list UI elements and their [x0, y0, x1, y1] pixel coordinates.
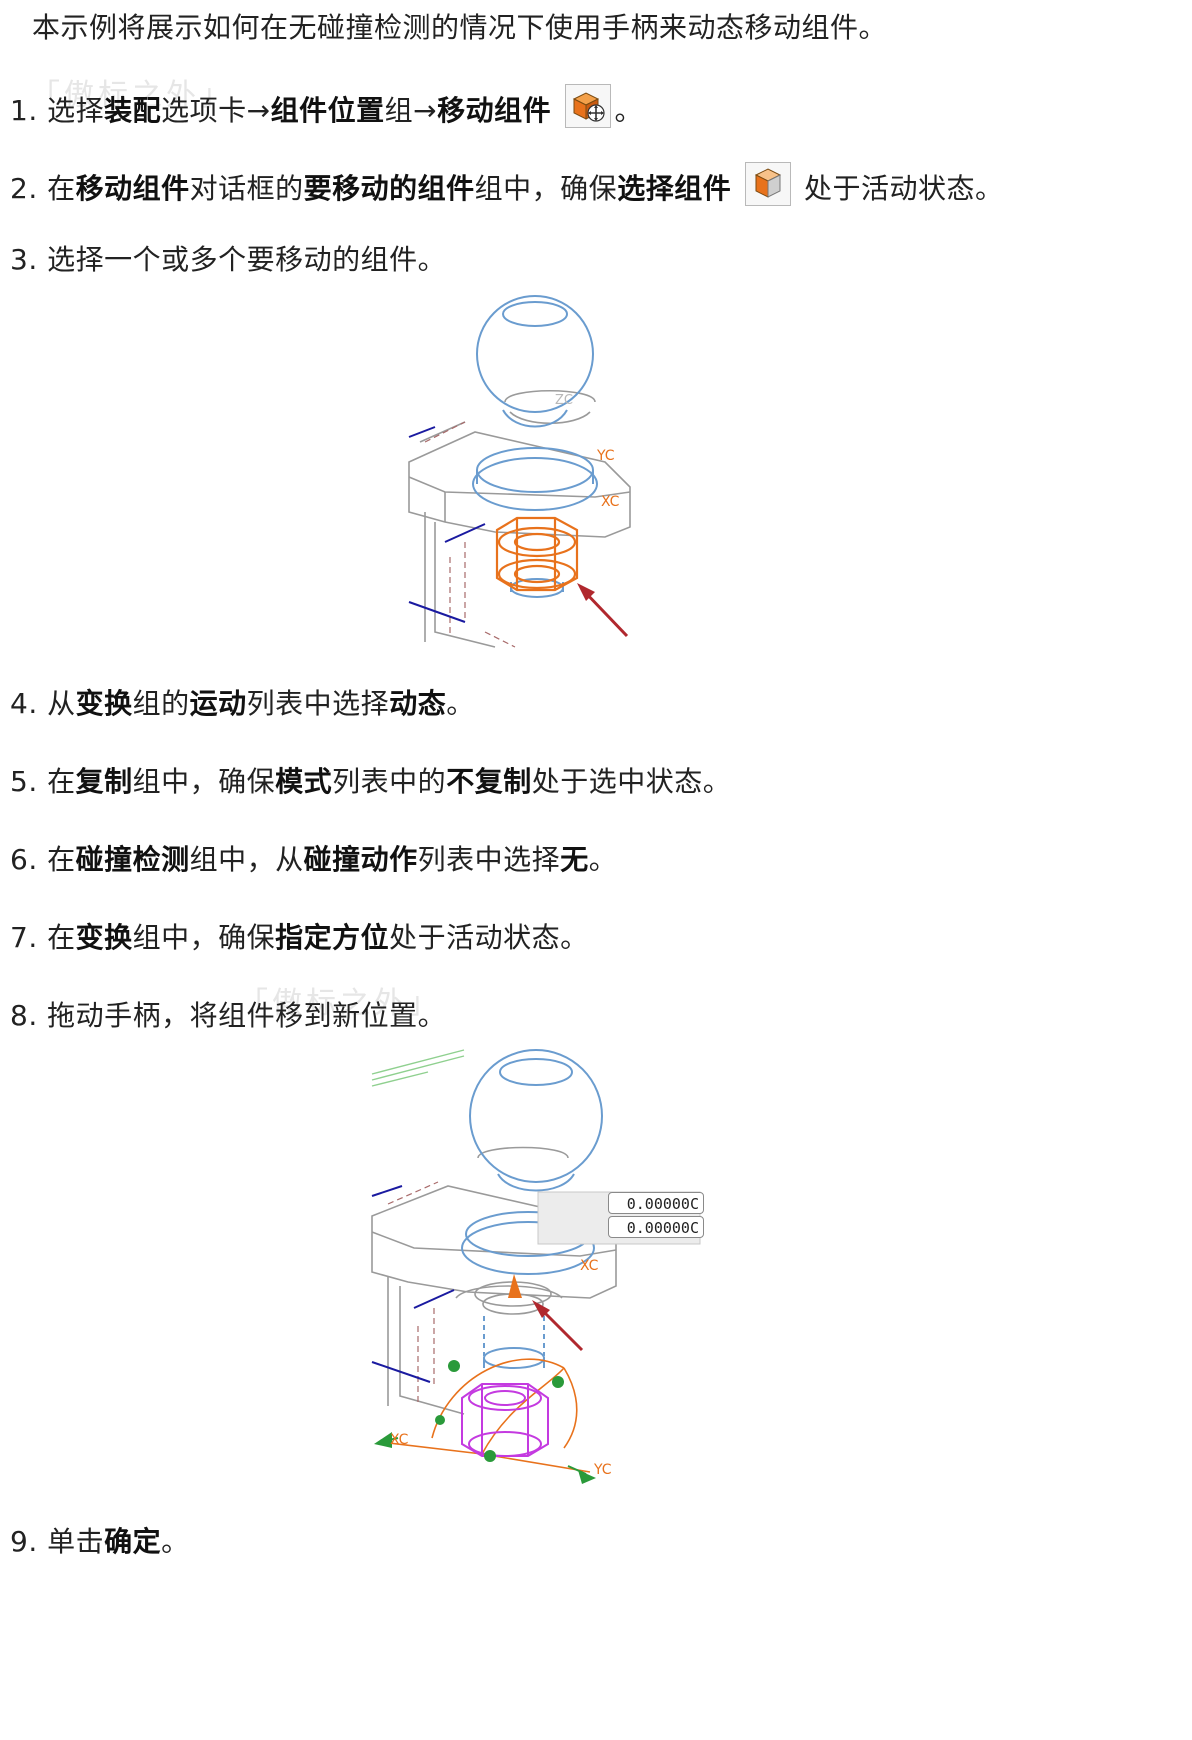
distance-field-2[interactable]: 0.00000C [608, 1216, 704, 1238]
select-component-icon [744, 162, 791, 206]
step-9: 9. 单击确定。 [10, 1525, 190, 1558]
step-1: 1. 选择装配选项卡→组件位置组→移动组件 。 [10, 84, 643, 131]
step-number: 8. [10, 999, 38, 1032]
figure-drag-handle: XC XC YC 0.00000C 0.00000C [368, 1046, 708, 1486]
component-position-group: 组件位置 [270, 94, 385, 127]
step-number: 6. [10, 843, 38, 876]
step-8: 8. 拖动手柄，将组件移到新位置。 [10, 999, 447, 1032]
xc-label: XC [601, 494, 620, 510]
figure-select-component: ZC YC XC [405, 292, 645, 652]
yc-label: YC [596, 448, 615, 464]
move-component-command: 移动组件 [437, 94, 552, 127]
yc-label-bottom: YC [593, 1462, 612, 1478]
ok-button-label: 确定 [104, 1525, 162, 1558]
step-6: 6. 在碰撞检测组中，从碰撞动作列表中选择无。 [10, 843, 618, 876]
move-component-icon [564, 84, 611, 128]
step-5: 5. 在复制组中，确保模式列表中的不复制处于选中状态。 [10, 765, 732, 798]
step-3: 3. 选择一个或多个要移动的组件。 [10, 243, 447, 276]
step-number: 2. [10, 172, 38, 205]
step-4: 4. 从变换组的运动列表中选择动态。 [10, 687, 475, 720]
assembly-tab: 装配 [104, 94, 162, 127]
watermark-top: 「傲标之外」 [30, 78, 234, 113]
step-number: 4. [10, 687, 38, 720]
zc-label: ZC [555, 393, 573, 408]
step-7: 7. 在变换组中，确保指定方位处于活动状态。 [10, 921, 589, 954]
step-number: 9. [10, 1525, 38, 1558]
step-number: 3. [10, 243, 38, 276]
intro-paragraph: 本示例将展示如何在无碰撞检测的情况下使用手柄来动态移动组件。 [32, 11, 888, 44]
step-number: 5. [10, 765, 38, 798]
step-number: 1. [10, 94, 38, 127]
xc-label-bottom: XC [390, 1432, 409, 1448]
step-number: 7. [10, 921, 38, 954]
step-2: 2. 在移动组件对话框的要移动的组件组中，确保选择组件 处于活动状态。 [10, 162, 1004, 209]
select-component-command: 选择组件 [617, 172, 732, 205]
watermark-middle: 「傲标之外」 [238, 986, 442, 1021]
xc-label-top: XC [580, 1258, 599, 1274]
distance-field-1[interactable]: 0.00000C [608, 1192, 704, 1214]
